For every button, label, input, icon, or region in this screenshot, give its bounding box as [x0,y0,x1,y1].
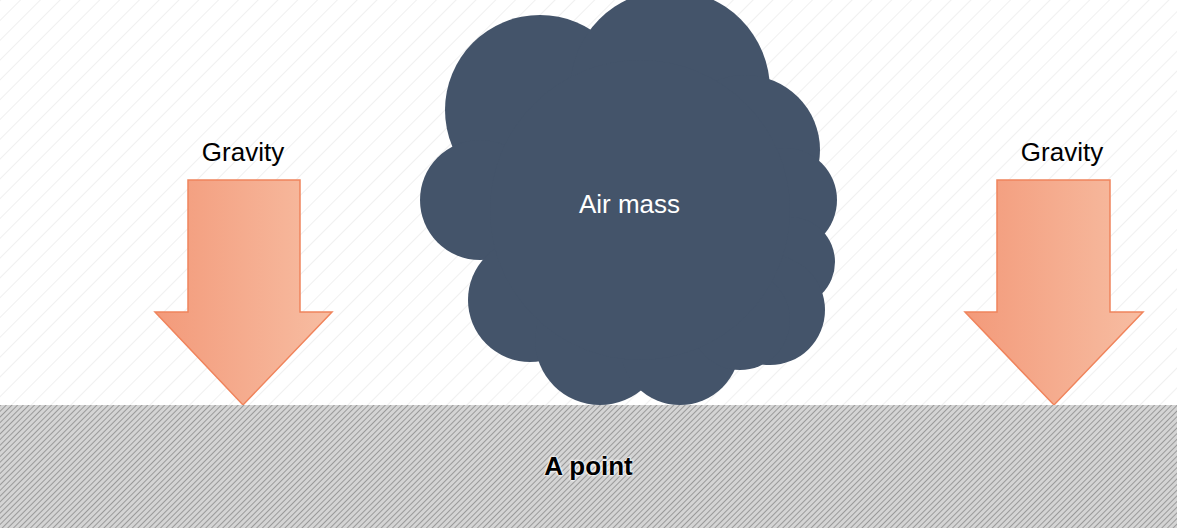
force-label: Gravity [1021,137,1103,168]
ground-band: A point [0,405,1177,528]
band-hatch [0,405,1177,528]
node-label: A point [544,451,633,482]
node-label: Air mass [579,189,680,220]
band-fill [0,405,1177,528]
gravity-arrow [965,180,1143,405]
gravity-arrow [155,180,332,405]
cloud-lobe [490,60,790,360]
air-mass-cloud: Air mass [422,0,837,408]
force-label: Gravity [202,137,284,168]
